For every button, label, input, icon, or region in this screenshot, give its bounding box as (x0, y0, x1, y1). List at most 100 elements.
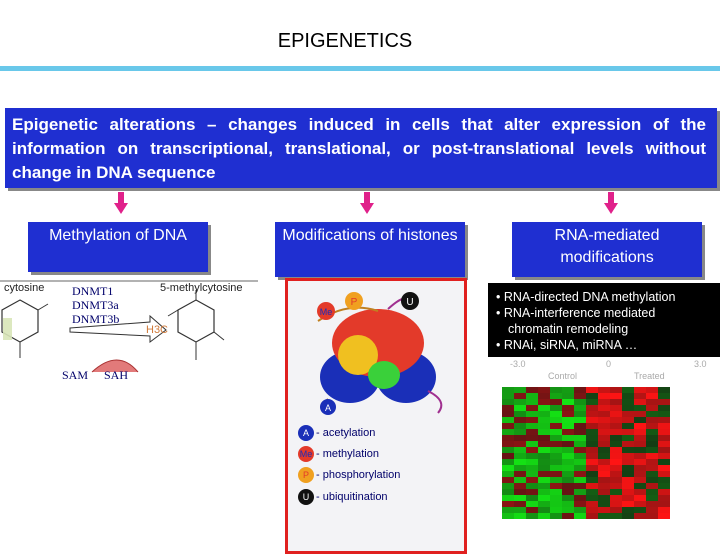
heatmap-cell (598, 441, 610, 447)
heatmap-cell (502, 423, 514, 429)
definition-box (5, 108, 717, 188)
scale-mid: 0 (606, 359, 612, 369)
heatmap-cell (538, 399, 550, 405)
heatmap-cell (502, 417, 514, 423)
heatmap-area: -3.0 Control 0 Treated 3.0 (488, 357, 720, 523)
heatmap-cell (658, 453, 670, 459)
heatmap-cell (586, 459, 598, 465)
heatmap-cell (514, 501, 526, 507)
heatmap-cell (526, 453, 538, 459)
heatmap-cell (598, 399, 610, 405)
rna-bullet-1: • RNA-directed DNA methylation (496, 290, 676, 304)
heatmap-cell (538, 411, 550, 417)
heatmap-cell (610, 441, 622, 447)
heatmap-cell (550, 501, 562, 507)
heatmap-cell (538, 459, 550, 465)
heatmap-cell (634, 513, 646, 519)
a-marker-label: A (325, 403, 331, 413)
heatmap-cell (586, 423, 598, 429)
legend-text: - ubiquitination (316, 490, 388, 503)
heatmap-cell (622, 423, 634, 429)
heatmap-cell (538, 387, 550, 393)
heatmap-cell (574, 441, 586, 447)
enzyme-dnmt3b: DNMT3b (72, 312, 120, 326)
heatmap-cell (658, 393, 670, 399)
heatmap-cell (562, 495, 574, 501)
heatmap-cell (598, 393, 610, 399)
heatmap-cell (526, 417, 538, 423)
heatmap-cell (514, 429, 526, 435)
page-title: EPIGENETICS (277, 30, 413, 52)
heatmap-cell (658, 507, 670, 513)
heatmap-cell (526, 429, 538, 435)
heatmap-cell (646, 483, 658, 489)
heatmap-cell (586, 411, 598, 417)
heatmap-cell (646, 399, 658, 405)
heatmap-cell (646, 411, 658, 417)
heatmap-cell (586, 417, 598, 423)
heatmap-cell (574, 429, 586, 435)
heatmap-cell (502, 465, 514, 471)
heatmap-cell (514, 495, 526, 501)
heatmap-cell (514, 393, 526, 399)
heatmap-cell (514, 411, 526, 417)
heatmap-cell (514, 489, 526, 495)
heatmap-cell (622, 489, 634, 495)
heatmap-cell (538, 417, 550, 423)
category-dna-methylation: Methylation of DNA (28, 222, 208, 272)
heatmap-cell (586, 483, 598, 489)
enzyme-list: DNMT1 DNMT3a DNMT3b (72, 284, 119, 326)
heatmap-cell (526, 477, 538, 483)
heatmap-cell (658, 513, 670, 519)
heatmap-cell (646, 477, 658, 483)
heatmap-cell (598, 471, 610, 477)
heatmap-cell (550, 417, 562, 423)
heatmap-cell (646, 453, 658, 459)
heatmap-cell (562, 405, 574, 411)
heatmap-cell (574, 405, 586, 411)
heatmap-cell (550, 489, 562, 495)
heatmap-cell (550, 513, 562, 519)
heatmap-cell (634, 411, 646, 417)
heatmap-cell (574, 399, 586, 405)
histone-diagram: Me P U A A- acetylation Me- methylation … (285, 278, 467, 554)
heatmap-cell (550, 483, 562, 489)
heatmap-cell (502, 501, 514, 507)
heatmap-cell (598, 453, 610, 459)
heatmap-cell (526, 501, 538, 507)
heatmap-cell (514, 477, 526, 483)
heatmap-cell (610, 387, 622, 393)
heatmap-cell (634, 435, 646, 441)
heatmap-cell (514, 465, 526, 471)
heatmap-cell (598, 501, 610, 507)
heatmap-cell (622, 411, 634, 417)
heatmap-cell (562, 393, 574, 399)
heatmap-cell (646, 387, 658, 393)
heatmap-cell (658, 417, 670, 423)
heatmap-cell (646, 489, 658, 495)
heatmap-cell (610, 405, 622, 411)
heatmap-cell (538, 453, 550, 459)
heatmap-cell (550, 447, 562, 453)
heatmap-cell (562, 513, 574, 519)
u-marker-label: U (406, 297, 413, 308)
heatmap-cell (634, 399, 646, 405)
heatmap-cell (610, 483, 622, 489)
heatmap-cell (586, 447, 598, 453)
heatmap-cell (586, 405, 598, 411)
heatmap-cell (598, 387, 610, 393)
heatmap-cell (598, 429, 610, 435)
heatmap-cell (646, 465, 658, 471)
heatmap-cell (550, 453, 562, 459)
heatmap-cell (550, 387, 562, 393)
heatmap-cell (502, 483, 514, 489)
heatmap-cell (610, 513, 622, 519)
heatmap-cell (538, 471, 550, 477)
heatmap-cell (574, 435, 586, 441)
heatmap-cell (586, 465, 598, 471)
heatmap-cell (574, 495, 586, 501)
heatmap-cell (622, 459, 634, 465)
heatmap-cell (598, 483, 610, 489)
h3c-label: H3C (146, 324, 169, 336)
heatmap-cell (610, 423, 622, 429)
